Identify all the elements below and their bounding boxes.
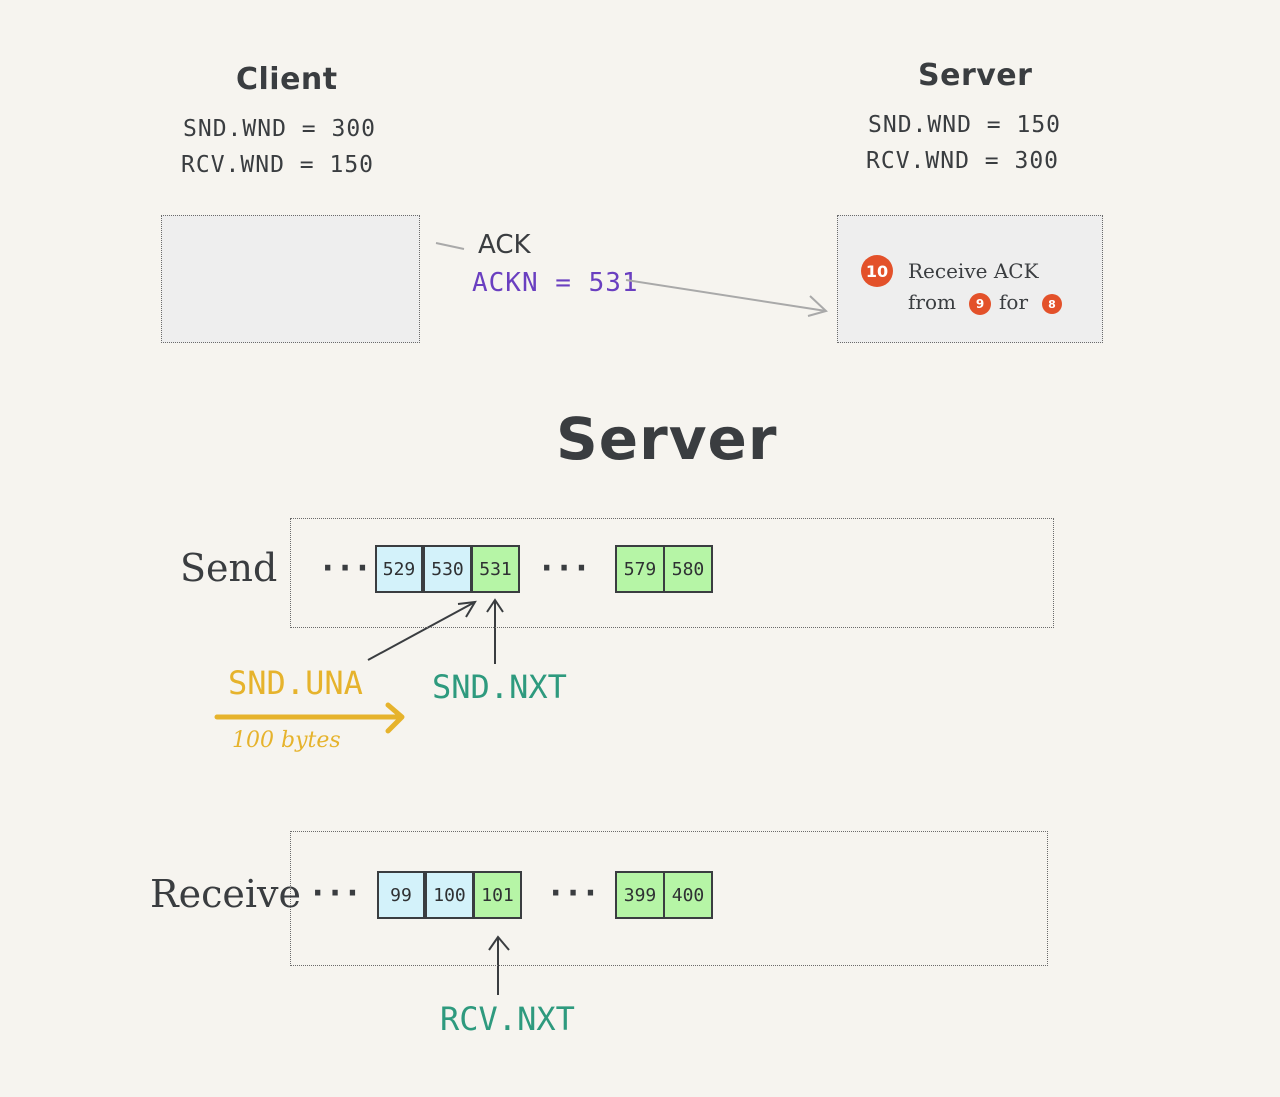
advance-note: 100 bytes <box>232 728 341 753</box>
receive-buffer-frame <box>290 831 1048 966</box>
step-8-badge: 8 <box>1042 294 1062 314</box>
send-leading-dots: ··· <box>322 551 375 586</box>
snd-nxt-pointer-head <box>486 598 504 613</box>
advance-arrowhead <box>385 702 405 734</box>
step-10-badge: 10 <box>861 255 893 287</box>
send-cells-group-a: 529 530 531 <box>375 545 520 593</box>
snd-una-pointer-line <box>367 601 476 661</box>
receive-row-label: Receive <box>150 872 301 916</box>
receive-middle-dots: ··· <box>550 876 603 911</box>
client-title: Client <box>236 62 338 97</box>
step-9-badge: 9 <box>969 293 991 315</box>
client-rcv-wnd: RCV.WND = 150 <box>181 152 375 178</box>
send-byte-cell: 531 <box>471 545 520 593</box>
client-snd-wnd: SND.WND = 300 <box>183 116 377 142</box>
send-byte-cell: 580 <box>663 545 713 593</box>
send-byte-cell: 579 <box>615 545 665 593</box>
receive-byte-cell: 100 <box>425 871 474 919</box>
message-arrowhead <box>807 295 828 317</box>
server-event-panel: 10 Receive ACK from 9 for 8 <box>837 215 1103 343</box>
receive-byte-cell: 399 <box>615 871 665 919</box>
event-text-for: for <box>999 290 1029 314</box>
receive-byte-cell: 101 <box>473 871 522 919</box>
client-event-panel <box>161 215 420 343</box>
ackn-value: ACKN = 531 <box>472 268 639 298</box>
event-text-from: from <box>908 290 956 314</box>
server-rcv-wnd: RCV.WND = 300 <box>866 148 1060 174</box>
receive-leading-dots: ··· <box>312 876 365 911</box>
message-arrow-line <box>625 279 827 312</box>
receive-cells-group-b: 399 400 <box>615 871 713 919</box>
receive-cells-group-a: 99 100 101 <box>377 871 522 919</box>
send-row-label: Send <box>180 546 278 590</box>
rcv-nxt-label: RCV.NXT <box>440 1000 575 1038</box>
receive-byte-cell: 99 <box>377 871 425 919</box>
receive-byte-cell: 400 <box>663 871 713 919</box>
send-byte-cell: 530 <box>423 545 472 593</box>
send-middle-dots: ··· <box>541 551 594 586</box>
send-cells-group-b: 579 580 <box>615 545 713 593</box>
server-title: Server <box>918 58 1033 93</box>
snd-una-label: SND.UNA <box>228 664 363 702</box>
server-section-title: Server <box>556 405 778 473</box>
send-byte-cell: 529 <box>375 545 423 593</box>
event-text-line1: Receive ACK <box>908 259 1039 283</box>
snd-una-pointer-head <box>457 600 477 618</box>
ack-label: ACK <box>478 230 531 260</box>
server-snd-wnd: SND.WND = 150 <box>868 112 1062 138</box>
rcv-nxt-pointer-head <box>488 935 510 951</box>
send-buffer-frame <box>290 518 1054 628</box>
snd-nxt-label: SND.NXT <box>432 668 567 706</box>
message-tail-line <box>435 242 465 250</box>
